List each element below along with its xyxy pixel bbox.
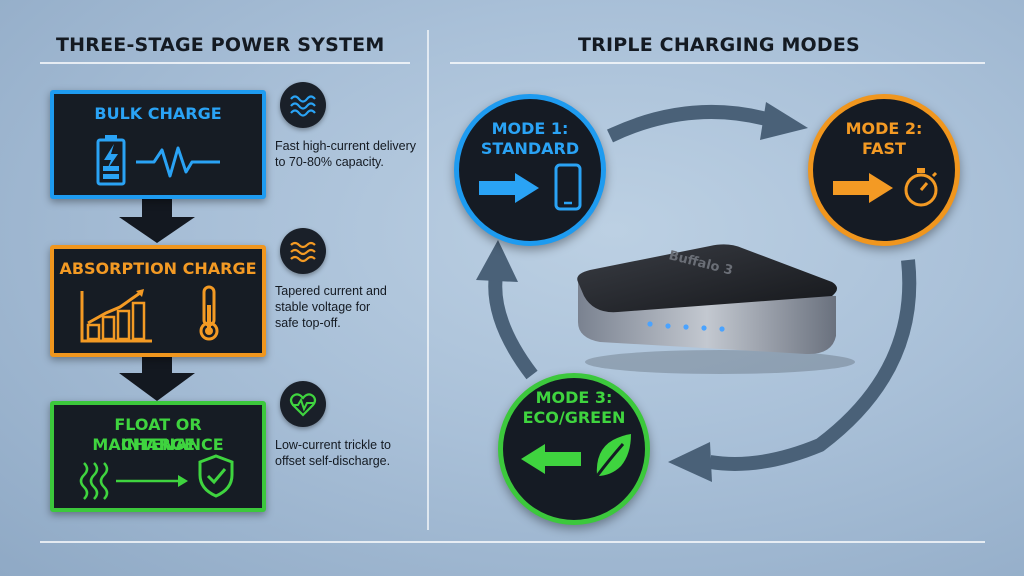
top-rule-left xyxy=(40,62,410,64)
top-rule-right xyxy=(450,62,985,64)
arrow-right-icon xyxy=(479,173,539,203)
waveform-icon xyxy=(136,146,220,178)
description-line: Fast high-current delivery xyxy=(275,139,417,153)
mode-title-line-1: MODE 3: xyxy=(535,388,613,407)
description-line: safe top-off. xyxy=(275,316,341,330)
mode-title-line-2: ECO/GREEN xyxy=(522,408,626,427)
description-line: stable voltage for xyxy=(275,300,371,314)
mode-2-fast: MODE 2: FAST xyxy=(808,94,960,246)
description-line: Tapered current and xyxy=(275,284,387,298)
cycle-arrow-1-to-2-head xyxy=(760,102,808,140)
absorption-description: Tapered current and stable voltage for s… xyxy=(275,283,435,331)
wavy-lines-icon xyxy=(280,228,326,274)
description-line: Low-current trickle to xyxy=(275,438,392,452)
bottom-rule xyxy=(40,541,985,543)
mode-3-eco-green: MODE 3: ECO/GREEN xyxy=(498,373,650,525)
phone-icon xyxy=(554,163,582,211)
mode-1-standard: MODE 1: STANDARD xyxy=(454,94,606,246)
leaf-icon xyxy=(595,434,631,477)
thermometer-icon xyxy=(199,285,219,341)
cycle-arrows xyxy=(476,102,917,482)
stage-title: ABSORPTION CHARGE xyxy=(59,259,257,278)
left-heading: THREE-STAGE POWER SYSTEM xyxy=(56,34,385,56)
description-line: offset self-discharge. xyxy=(275,454,391,468)
cycle-arrow-3-to-1 xyxy=(488,274,538,380)
stage-title-line-2: CHARGE xyxy=(121,435,195,454)
vertical-divider xyxy=(427,30,429,530)
cycle-arrow-1-to-2 xyxy=(606,104,772,143)
description-line: to 70-80% capacity. xyxy=(275,155,384,169)
stopwatch-icon xyxy=(904,168,938,207)
cycle-arrow-3-to-1-head xyxy=(476,240,518,282)
mode-title-line-2: FAST xyxy=(862,139,906,158)
arrow-left-icon xyxy=(521,444,581,474)
heart-pulse-icon xyxy=(280,381,326,427)
arrow-right-icon xyxy=(833,173,893,203)
cycle-arrow-2-to-3-head xyxy=(668,442,712,482)
trickle-icon xyxy=(79,462,188,500)
mode-title-line-2: STANDARD xyxy=(480,139,580,158)
right-heading: TRIPLE CHARGING MODES xyxy=(578,34,860,56)
cycle-arrow-2-to-3 xyxy=(708,259,917,471)
rising-bar-chart-icon xyxy=(80,289,152,343)
stage-connector-arrow-2 xyxy=(119,351,195,401)
stage-title: BULK CHARGE xyxy=(94,104,222,123)
battery-charging-icon xyxy=(96,135,126,186)
stage-absorption-charge: ABSORPTION CHARGE xyxy=(50,245,266,357)
shield-check-icon xyxy=(198,454,234,498)
stage-connector-arrow-1 xyxy=(119,195,195,243)
mode-title-line-1: MODE 1: xyxy=(491,119,569,138)
stage-float-charge: FLOAT OR MAINTENANCE CHARGE xyxy=(50,401,266,512)
wave-lines-icon xyxy=(280,82,326,128)
stage-title-line-1: FLOAT OR MAINTENANCE xyxy=(92,415,224,454)
charging-hub-device xyxy=(577,244,855,374)
bulk-description: Fast high-current delivery to 70-80% cap… xyxy=(275,138,435,170)
stage-bulk-charge: BULK CHARGE xyxy=(50,90,266,199)
float-description: Low-current trickle to offset self-disch… xyxy=(275,437,435,469)
mode-title-line-1: MODE 2: xyxy=(845,119,923,138)
